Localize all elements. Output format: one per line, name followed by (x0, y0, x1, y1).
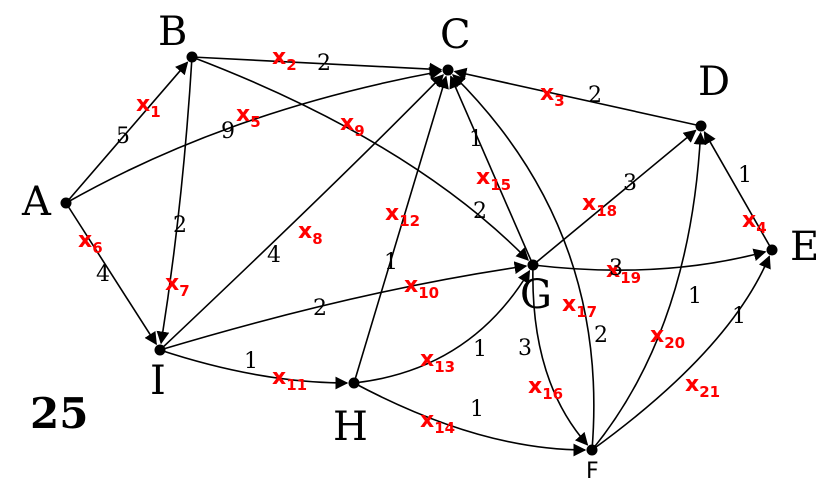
edge-variable-x18: x18 (582, 191, 617, 220)
edge-weight-x15: 1 (469, 127, 483, 152)
edge-F-C (452, 74, 595, 451)
edges-layer (65, 56, 773, 457)
edge-variable-x21: x21 (685, 372, 720, 401)
edge-weight-x21: 1 (732, 304, 746, 329)
node-label-D: D (698, 59, 730, 105)
edge-variable-x6: x6 (78, 228, 103, 257)
node-B (186, 51, 198, 63)
edge-weight-x1: 5 (116, 124, 130, 149)
node-label-A: A (21, 179, 52, 225)
edge-weight-x13: 1 (473, 337, 487, 362)
edge-variable-x9: x9 (340, 111, 365, 140)
node-label-B: B (158, 9, 187, 55)
edge-weight-x5: 9 (221, 119, 235, 144)
edge-G-F (532, 264, 589, 446)
node-D (695, 120, 707, 132)
edge-G-D (532, 129, 697, 266)
node-C (442, 64, 454, 76)
edge-E-D (703, 130, 773, 251)
edge-weight-x6: 4 (96, 262, 110, 287)
node-label-H: H (333, 404, 368, 450)
edge-A-B (65, 61, 189, 204)
edge-weight-x12: 1 (384, 250, 398, 275)
edge-variable-x2: x2 (272, 45, 297, 74)
node-label-I: I (150, 358, 166, 404)
node-label-F: F (586, 459, 599, 484)
node-label-E: E (790, 224, 819, 270)
edge-weight-x7: 2 (173, 213, 187, 238)
edge-F-E (591, 255, 771, 451)
edge-B-I (156, 56, 193, 345)
edge-G-E (532, 248, 767, 271)
edge-variable-x20: x20 (650, 323, 685, 352)
node-F (586, 444, 598, 456)
edge-variable-x1: x1 (136, 92, 161, 121)
edge-A-I (65, 202, 157, 346)
edge-H-G (353, 269, 531, 384)
node-label-C: C (440, 12, 471, 58)
edge-weight-x2: 2 (317, 51, 331, 76)
edge-F-D (591, 131, 707, 451)
edge-variable-x17: x17 (562, 292, 597, 321)
edge-weight-x10: 2 (313, 296, 327, 321)
figure-number: 25 (30, 389, 88, 438)
edge-I-G (159, 261, 528, 351)
node-E (766, 244, 778, 256)
edge-variable-x16: x16 (528, 374, 563, 403)
edge-H-F (353, 382, 587, 457)
edge-variable-x11: x11 (272, 365, 307, 394)
edge-B-G (191, 56, 529, 261)
edge-variable-x10: x10 (404, 273, 439, 302)
edge-variable-x8: x8 (298, 219, 323, 248)
edge-variable-x15: x15 (476, 165, 511, 194)
edge-variable-x5: x5 (236, 102, 261, 131)
edge-weight-x20: 1 (688, 284, 702, 309)
edge-weight-x8: 4 (267, 243, 281, 268)
edge-variable-x3: x3 (540, 81, 565, 110)
edge-weight-x9: 2 (473, 199, 487, 224)
edge-weight-x16: 3 (518, 336, 532, 361)
edge-A-C (65, 67, 443, 204)
edge-weight-x17: 2 (594, 323, 608, 348)
node-G (527, 259, 539, 271)
edge-weight-x19: 3 (609, 256, 623, 281)
edge-variable-x19: x19 (606, 258, 641, 287)
node-I (154, 344, 166, 356)
nodes-layer: A B C D E F G H I (21, 9, 819, 484)
edge-variable-x4: x4 (742, 208, 767, 237)
edge-variable-x12: x12 (385, 201, 420, 230)
edge-D-C (453, 67, 702, 127)
edge-G-C (449, 75, 534, 266)
node-A (60, 197, 72, 209)
edge-weight-x4: 1 (738, 163, 752, 188)
edge-weight-x18: 3 (623, 171, 637, 196)
edge-weight-x11: 1 (244, 349, 258, 374)
edge-weight-x14: 1 (470, 397, 484, 422)
edge-I-H (159, 349, 349, 390)
edge-B-C (191, 56, 443, 76)
node-H (348, 377, 360, 389)
edge-variable-x14: x14 (420, 408, 455, 437)
node-label-G: G (520, 272, 552, 318)
edge-H-C (353, 75, 449, 384)
edge-variable-x13: x13 (420, 347, 455, 376)
edge-weight-x3: 2 (588, 83, 602, 108)
edge-variable-x7: x7 (165, 271, 190, 300)
edge-I-C (159, 74, 444, 351)
